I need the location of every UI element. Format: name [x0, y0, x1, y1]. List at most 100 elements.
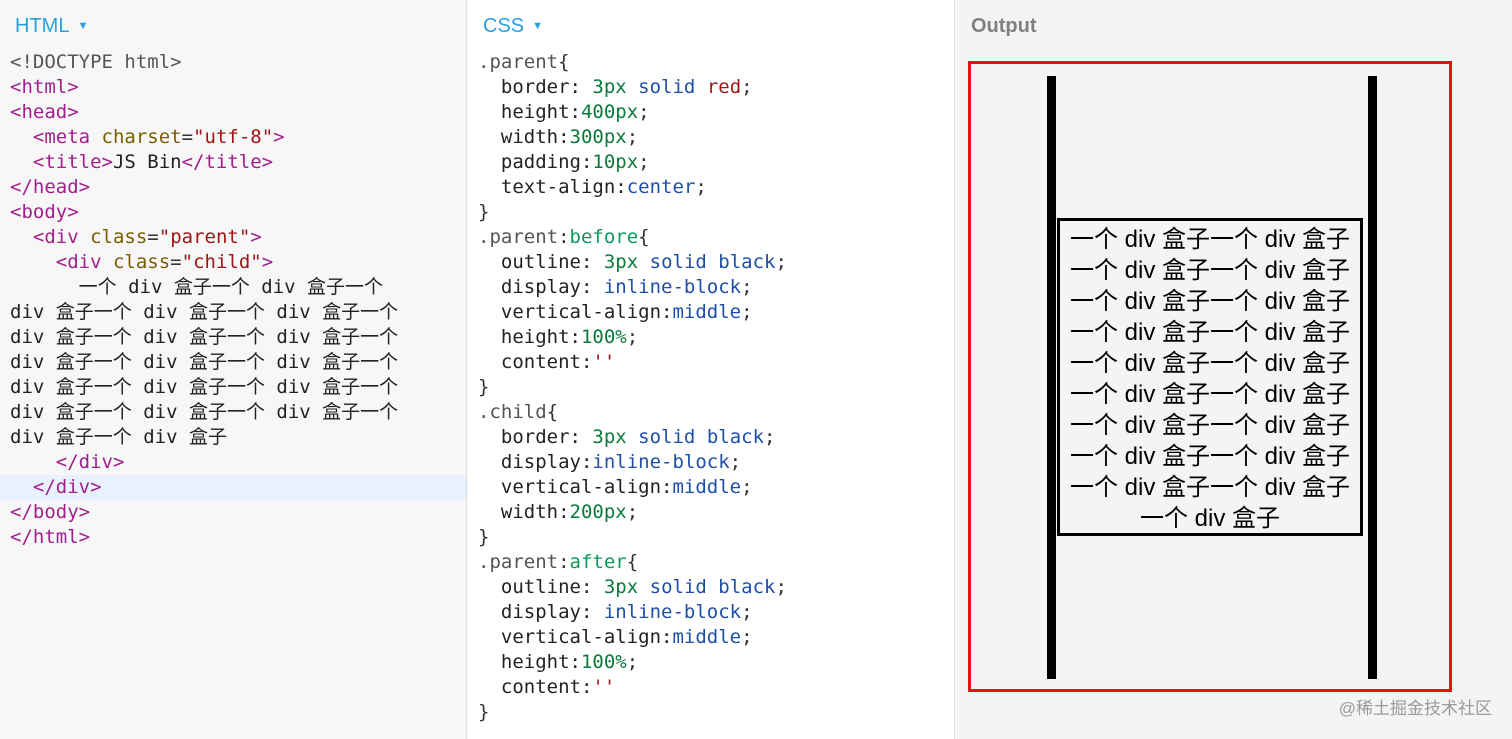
code-token: ;	[764, 426, 776, 448]
code-token: content:	[478, 351, 593, 373]
code-token: .parent	[478, 551, 559, 573]
code-line[interactable]: div 盒子一个 div 盒子一个 div 盒子一个	[0, 375, 466, 400]
code-line[interactable]: <body>	[0, 200, 466, 225]
code-line[interactable]: display: inline-block;	[468, 600, 954, 625]
child-text-line: 一个 div 盒子一个 div 盒子	[1069, 350, 1351, 377]
html-panel-title[interactable]: HTML	[15, 14, 70, 37]
code-line[interactable]: </div>	[0, 450, 466, 475]
code-token: 一个 div 盒子一个 div 盒子一个	[10, 276, 384, 298]
code-line[interactable]: <head>	[0, 100, 466, 125]
code-token: after	[569, 551, 627, 573]
code-line[interactable]: border: 3px solid black;	[468, 425, 954, 450]
code-token: 3px	[603, 251, 639, 273]
code-line[interactable]: <html>	[0, 75, 466, 100]
code-line[interactable]: div 盒子一个 div 盒子一个 div 盒子一个	[0, 400, 466, 425]
code-token: <meta	[32, 126, 102, 148]
code-line[interactable]: .parent:before{	[468, 225, 954, 250]
code-token: middle	[672, 626, 742, 648]
code-token: 300px	[569, 126, 627, 148]
code-line[interactable]: height:400px;	[468, 100, 954, 125]
code-line[interactable]: text-align:center;	[468, 175, 954, 200]
code-token: width:	[478, 126, 570, 148]
code-token: display:	[478, 276, 604, 298]
code-line[interactable]: padding:10px;	[468, 150, 954, 175]
code-line[interactable]: content:''	[468, 350, 954, 375]
code-token: {	[558, 51, 570, 73]
code-token: }	[478, 376, 490, 398]
code-token: </html>	[10, 526, 91, 548]
code-line[interactable]: .parent{	[468, 50, 954, 75]
code-token: <!DOCTYPE html>	[10, 51, 182, 73]
code-token: .child	[478, 401, 547, 423]
watermark: @稀土掘金技术社区	[1338, 699, 1492, 718]
code-line[interactable]: .parent:after{	[468, 550, 954, 575]
code-line[interactable]: <div class="child">	[0, 250, 466, 275]
code-line[interactable]: vertical-align:middle;	[468, 475, 954, 500]
code-token: black	[706, 426, 765, 448]
code-token: {	[638, 226, 650, 248]
code-token: }	[478, 701, 490, 723]
code-token	[707, 576, 718, 598]
code-token: display:	[478, 601, 604, 623]
code-line[interactable]: </div>	[0, 475, 466, 500]
code-line[interactable]: vertical-align:middle;	[468, 625, 954, 650]
code-token: ;	[626, 501, 639, 523]
code-line[interactable]: width:200px;	[468, 500, 954, 525]
code-line[interactable]: div 盒子一个 div 盒子一个 div 盒子一个	[0, 300, 466, 325]
html-editor-panel[interactable]: HTML ▼ <!DOCTYPE html> <html><head> <meta…	[0, 0, 467, 739]
code-line[interactable]: </head>	[0, 175, 466, 200]
code-token: display:	[478, 451, 593, 473]
code-token: <div	[55, 251, 113, 273]
code-token: =	[181, 126, 194, 148]
code-line[interactable]: height:100%;	[468, 325, 954, 350]
code-line[interactable]: <title>JS Bin</title>	[0, 150, 466, 175]
code-token: "parent"	[158, 226, 251, 248]
code-line[interactable]: <div class="parent">	[0, 225, 466, 250]
code-token: text-align:	[478, 176, 627, 198]
code-token: <title>	[32, 151, 113, 173]
code-token: solid	[638, 426, 696, 448]
code-token: border:	[478, 76, 593, 98]
code-token: <html>	[10, 76, 79, 98]
code-line[interactable]: <!DOCTYPE html>	[0, 50, 466, 75]
code-line[interactable]: }	[468, 525, 954, 550]
code-line[interactable]: }	[468, 700, 954, 725]
code-line[interactable]: border: 3px solid red;	[468, 75, 954, 100]
code-line[interactable]: <meta charset="utf-8">	[0, 125, 466, 150]
output-panel-title: Output	[971, 14, 1037, 37]
code-line[interactable]: }	[468, 200, 954, 225]
code-line[interactable]: content:''	[468, 675, 954, 700]
code-line[interactable]: display: inline-block;	[468, 275, 954, 300]
code-line[interactable]: 一个 div 盒子一个 div 盒子一个	[0, 275, 466, 300]
html-panel-header[interactable]: HTML ▼	[15, 12, 88, 40]
code-token: vertical-align:	[478, 301, 673, 323]
code-token: class	[90, 226, 148, 248]
code-line[interactable]: vertical-align:middle;	[468, 300, 954, 325]
code-line[interactable]: .child{	[468, 400, 954, 425]
html-code-editor[interactable]: <!DOCTYPE html> <html><head> <meta charse…	[0, 50, 466, 550]
code-line[interactable]: display:inline-block;	[468, 450, 954, 475]
code-line[interactable]: </body>	[0, 500, 466, 525]
code-line[interactable]: height:100%;	[468, 650, 954, 675]
code-line[interactable]: div 盒子一个 div 盒子一个 div 盒子一个	[0, 325, 466, 350]
code-line[interactable]: div 盒子一个 div 盒子一个 div 盒子一个	[0, 350, 466, 375]
css-code-editor[interactable]: .parent{ border: 3px solid red; height:4…	[468, 50, 954, 725]
caret-down-icon[interactable]: ▼	[77, 20, 89, 32]
css-panel-title[interactable]: CSS	[483, 14, 525, 37]
code-line[interactable]: div 盒子一个 div 盒子	[0, 425, 466, 450]
code-line[interactable]: outline: 3px solid black;	[468, 250, 954, 275]
after-pseudo-element	[1368, 76, 1377, 679]
child-div-preview: 一个 div 盒子一个 div 盒子一个 div 盒子一个 div 盒子一个 d…	[1057, 218, 1363, 536]
code-line[interactable]: outline: 3px solid black;	[468, 575, 954, 600]
code-token: middle	[672, 301, 742, 323]
css-panel-header[interactable]: CSS ▼	[483, 12, 543, 40]
code-line[interactable]: width:300px;	[468, 125, 954, 150]
code-token	[10, 251, 56, 273]
caret-down-icon[interactable]: ▼	[532, 20, 544, 32]
css-editor-panel[interactable]: CSS ▼ .parent{ border: 3px solid red; he…	[468, 0, 955, 739]
code-line[interactable]: </html>	[0, 525, 466, 550]
code-token: middle	[672, 476, 742, 498]
code-token: }	[478, 201, 490, 223]
code-token: charset	[101, 126, 182, 148]
code-line[interactable]: }	[468, 375, 954, 400]
